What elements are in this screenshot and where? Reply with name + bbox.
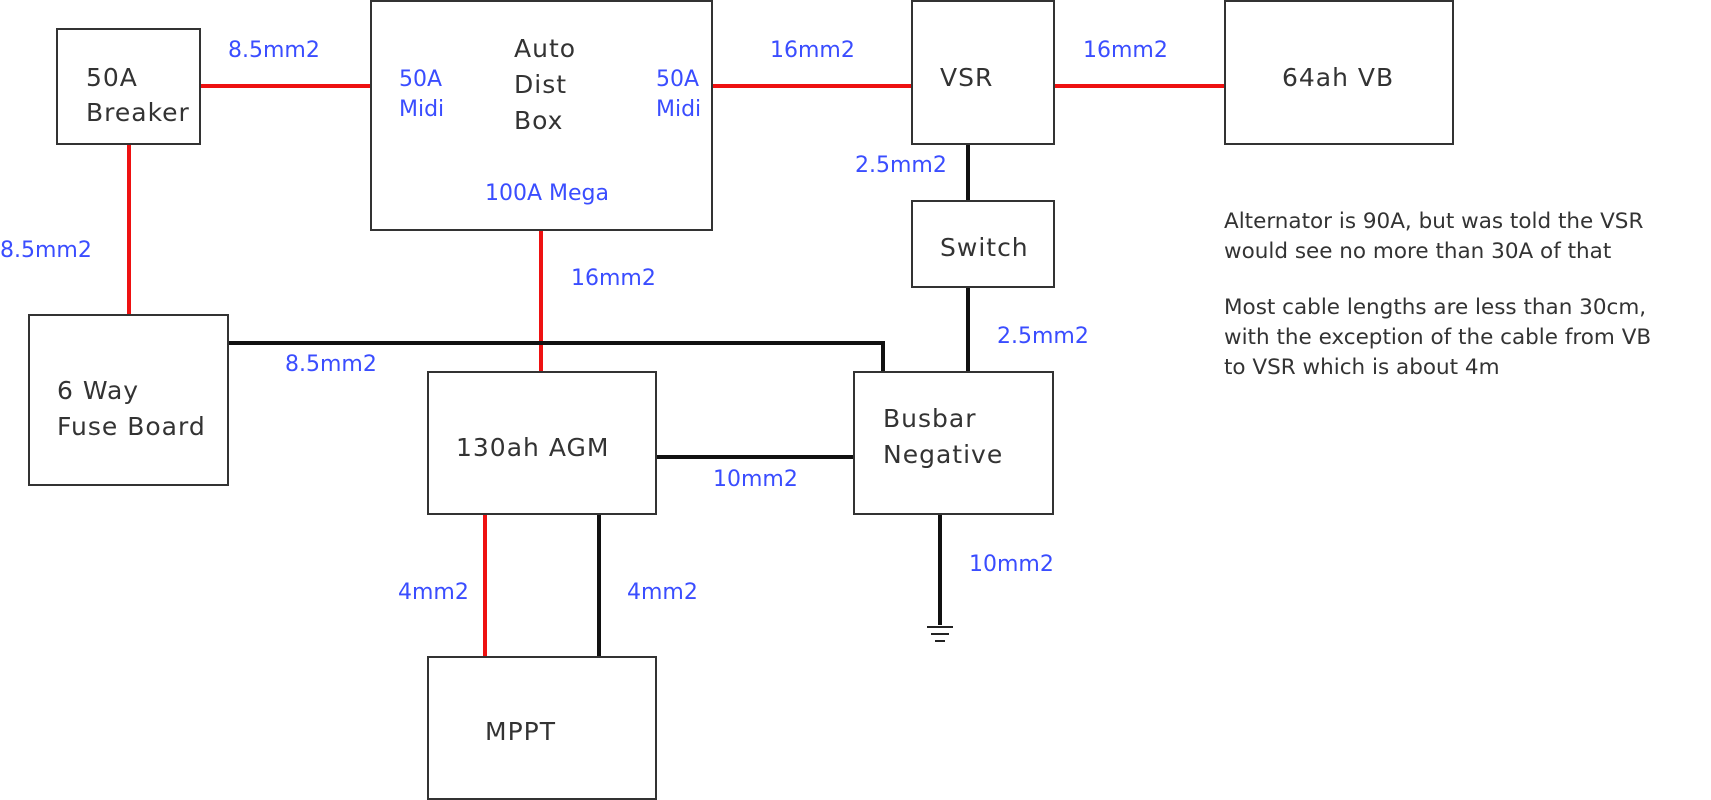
dist-box-label-line2: Dist — [514, 70, 567, 99]
cable-label-fuseboard-to-busbar: 8.5mm2 — [285, 352, 377, 377]
switch-label: Switch — [940, 233, 1029, 262]
vehicle-battery-box: 64ah VB — [1224, 0, 1454, 145]
agm-battery-box: 130ah AGM — [427, 371, 657, 515]
breaker-label-line2: Breaker — [86, 98, 190, 127]
note2-line1: Most cable lengths are less than 30cm, — [1224, 295, 1646, 320]
cable-label-breaker-to-dist: 8.5mm2 — [228, 38, 320, 63]
vsr-label: VSR — [940, 63, 993, 92]
cable-label-agm-to-mppt-pos: 4mm2 — [398, 580, 469, 605]
fuse-board-label-line2: Fuse Board — [57, 412, 206, 441]
fuse-right-rating: 50A — [656, 67, 699, 92]
wire-fuseboard-to-busbar — [228, 341, 885, 372]
dist-box: Auto Dist Box 50A Midi 50A Midi 100A Meg… — [370, 0, 713, 231]
busbar-box: Busbar Negative — [853, 371, 1054, 515]
fuse-left-type: Midi — [399, 97, 444, 122]
note1-line1: Alternator is 90A, but was told the VSR — [1224, 209, 1643, 234]
cable-label-dist-to-vsr: 16mm2 — [770, 38, 855, 63]
fuse-board-label-line1: 6 Way — [57, 376, 139, 405]
fuse-bottom-rating: 100A Mega — [485, 181, 609, 206]
dist-box-label-line3: Box — [514, 106, 563, 135]
vehicle-battery-label: 64ah VB — [1282, 63, 1394, 92]
fuse-right-type: Midi — [656, 97, 701, 122]
ground-symbol-icon — [927, 626, 953, 642]
breaker-label-line1: 50A — [86, 63, 138, 92]
note2-line3: to VSR which is about 4m — [1224, 355, 1500, 380]
note1-line2: would see no more than 30A of that — [1224, 239, 1611, 264]
fuse-board-box: 6 Way Fuse Board — [28, 314, 229, 486]
cable-label-agm-to-busbar: 10mm2 — [713, 467, 798, 492]
mppt-label: MPPT — [485, 717, 556, 746]
notes: Alternator is 90A, but was told the VSR … — [1224, 209, 1651, 380]
mppt-box: MPPT — [427, 656, 657, 800]
agm-battery-label: 130ah AGM — [456, 433, 609, 462]
busbar-label-line1: Busbar — [883, 404, 977, 433]
wires — [127, 84, 1225, 657]
cable-label-agm-to-mppt-neg: 4mm2 — [627, 580, 698, 605]
cable-label-busbar-to-ground: 10mm2 — [969, 552, 1054, 577]
cable-label-breaker-to-fuseboard: 8.5mm2 — [0, 238, 92, 263]
busbar-label-line2: Negative — [883, 440, 1003, 469]
cable-label-vsr-to-vb: 16mm2 — [1083, 38, 1168, 63]
dist-box-label-line1: Auto — [514, 34, 576, 63]
breaker-box: 50A Breaker — [56, 28, 201, 145]
cable-label-switch-to-busbar: 2.5mm2 — [997, 324, 1089, 349]
note2-line2: with the exception of the cable from VB — [1224, 325, 1651, 350]
switch-box: Switch — [911, 200, 1055, 288]
cable-labels: 8.5mm2 8.5mm2 16mm2 16mm2 2.5mm2 2.5mm2 … — [0, 38, 1168, 605]
vsr-box: VSR — [911, 0, 1055, 145]
cable-label-vsr-to-switch: 2.5mm2 — [855, 153, 947, 178]
fuse-left-rating: 50A — [399, 67, 442, 92]
cable-label-dist-to-agm: 16mm2 — [571, 266, 656, 291]
